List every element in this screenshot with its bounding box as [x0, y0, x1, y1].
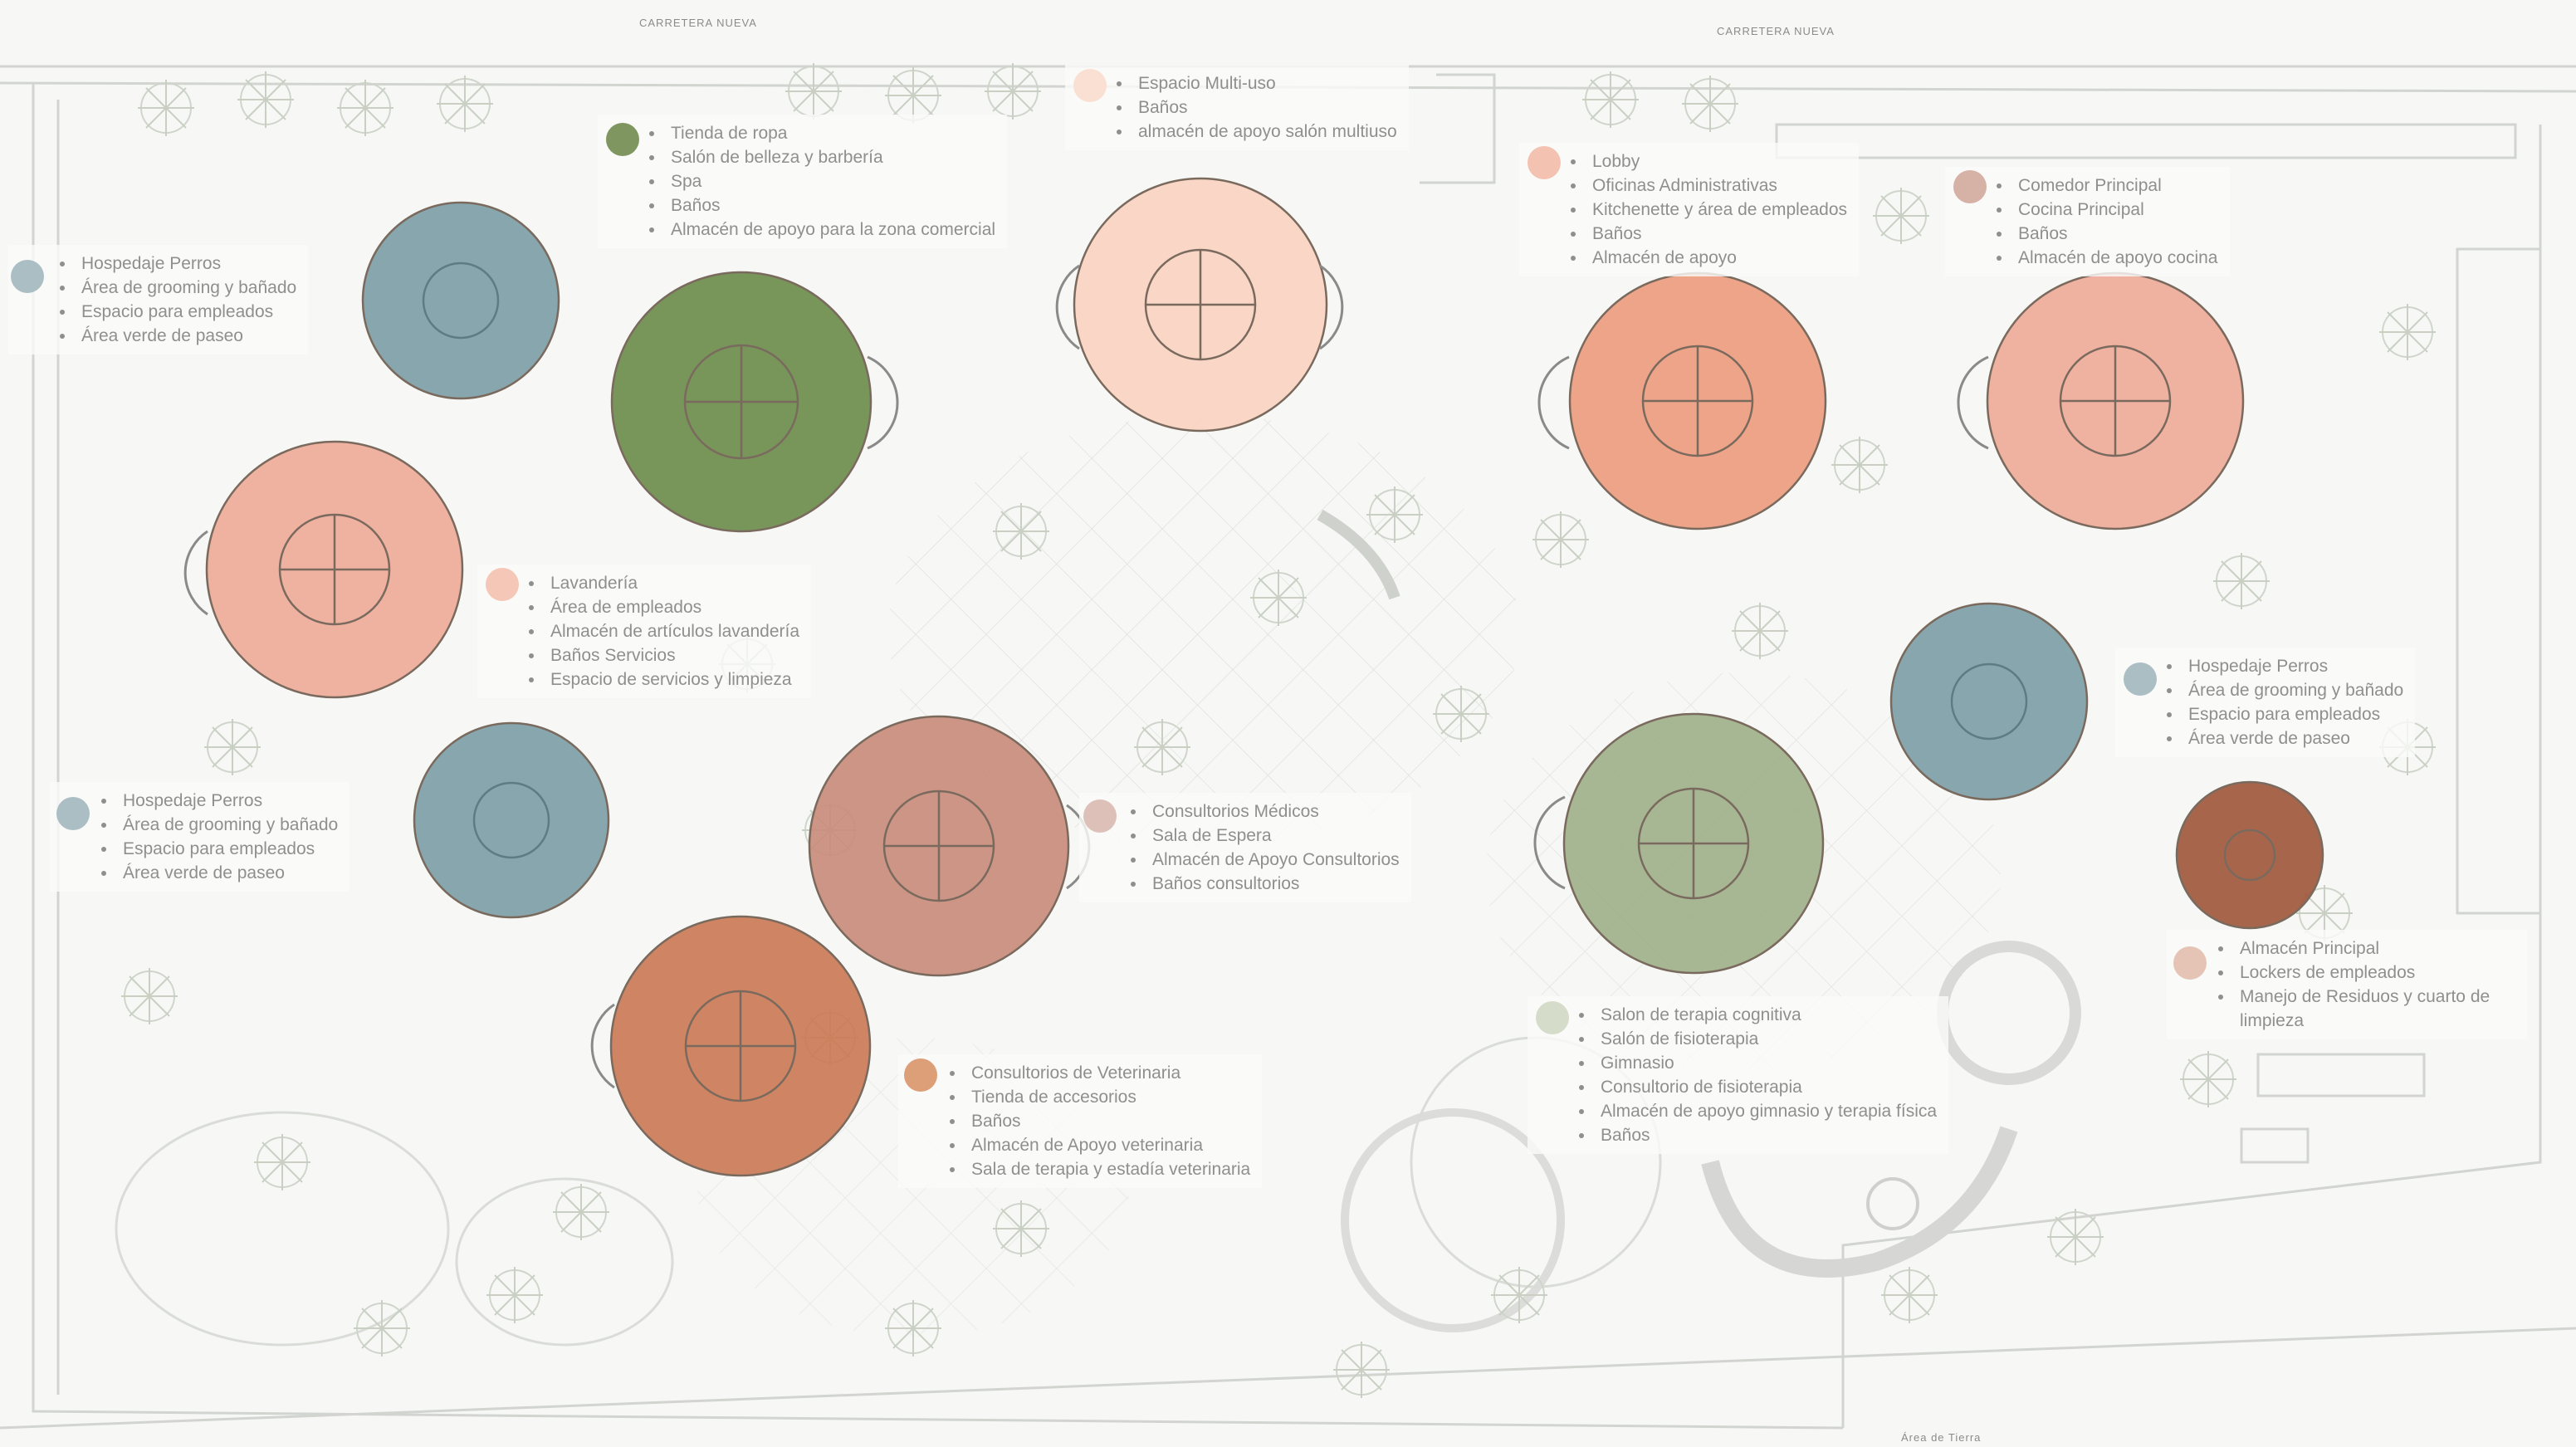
legend-dot: [2124, 662, 2157, 696]
legend-dot: [1536, 1001, 1569, 1034]
legend-administration: Lobby Oficinas Administrativas Kitchenet…: [1519, 143, 1860, 276]
list-item: Almacén de apoyo gimnasio y terapia físi…: [1577, 1099, 1937, 1123]
road-label-top-right: CARRETERA NUEVA: [1717, 25, 1835, 37]
list-item: Consultorios de Veterinaria: [948, 1061, 1250, 1085]
list-item: Tienda de accesorios: [948, 1085, 1250, 1109]
legend-dog-lodging-3: Hospedaje Perros Área de grooming y baña…: [2115, 648, 2416, 757]
legend-dog-lodging-2: Hospedaje Perros Área de grooming y baña…: [50, 782, 350, 892]
list-item: Tienda de ropa: [648, 121, 995, 145]
list-item: Almacén Principal: [2217, 936, 2515, 961]
list-item: Espacio para empleados: [2165, 702, 2403, 726]
list-item: Baños: [1995, 222, 2218, 246]
list-item: Cocina Principal: [1995, 198, 2218, 222]
list-item: Consultorio de fisioterapia: [1577, 1075, 1937, 1099]
list-item: Almacén de apoyo: [1569, 246, 1847, 270]
list-item: Lavandería: [527, 571, 799, 595]
list-item: Almacén de apoyo para la zona comercial: [648, 218, 995, 242]
legend-dot: [904, 1058, 937, 1092]
list-item: Manejo de Residuos y cuarto de limpieza: [2217, 985, 2515, 1033]
list-item: Sala de Espera: [1129, 824, 1400, 848]
legend-commercial: Tienda de ropa Salón de belleza y barber…: [598, 115, 1008, 248]
list-item: Gimnasio: [1577, 1051, 1937, 1075]
list-item: Área verde de paseo: [58, 324, 296, 348]
legend-warehouse: Almacén Principal Lockers de empleados M…: [2167, 930, 2527, 1039]
building-commercial: [610, 271, 873, 533]
legend-multipurpose: Espacio Multi-uso Baños almacén de apoyo…: [1065, 65, 1409, 150]
list-item: Baños consultorios: [1129, 872, 1400, 896]
list-item: Área de grooming y bañado: [58, 276, 296, 300]
list-item: Sala de terapia y estadía veterinaria: [948, 1157, 1250, 1181]
list-item: Baños: [948, 1109, 1250, 1133]
legend-dot: [1953, 170, 1987, 203]
building-therapy: [1562, 712, 1825, 975]
building-dog-lodging-1: [361, 201, 560, 400]
list-item: Espacio Multi-uso: [1115, 71, 1397, 95]
legend-dot: [1528, 146, 1561, 179]
road-label-top-left: CARRETERA NUEVA: [639, 17, 757, 29]
list-item: Kitchenette y área de empleados: [1569, 198, 1847, 222]
list-item: Salón de belleza y barbería: [648, 145, 995, 169]
list-item: Baños: [648, 193, 995, 218]
building-medical: [808, 715, 1070, 977]
building-warehouse: [2175, 780, 2324, 930]
legend-dining: Comedor Principal Cocina Principal Baños…: [1945, 167, 2230, 276]
building-multipurpose: [1073, 177, 1328, 433]
legend-dot: [1083, 799, 1117, 833]
building-dog-lodging-3: [1889, 602, 2089, 801]
list-item: Oficinas Administrativas: [1569, 174, 1847, 198]
list-item: Espacio para empleados: [100, 837, 338, 861]
building-dining: [1986, 271, 2245, 530]
list-item: Hospedaje Perros: [58, 252, 296, 276]
legend-dot: [1073, 69, 1107, 102]
list-item: Área de grooming y bañado: [100, 813, 338, 837]
list-item: Comedor Principal: [1995, 174, 2218, 198]
buildings: [205, 177, 2324, 1177]
list-item: Almacén de artículos lavandería: [527, 619, 799, 643]
legend-dot: [486, 568, 519, 601]
list-item: almacén de apoyo salón multiuso: [1115, 120, 1397, 144]
list-item: Salón de fisioterapia: [1577, 1027, 1937, 1051]
road-label-bottom: Área de Tierra: [1901, 1431, 1982, 1444]
building-dog-lodging-2: [413, 721, 610, 919]
legend-dot: [606, 123, 639, 156]
legend-dot: [56, 797, 90, 830]
legend-dot: [11, 260, 44, 293]
legend-therapy: Salon de terapia cognitiva Salón de fisi…: [1528, 996, 1949, 1154]
legend-medical: Consultorios Médicos Sala de Espera Alma…: [1079, 793, 1411, 902]
legend-dog-lodging-1: Hospedaje Perros Área de grooming y baña…: [8, 245, 309, 354]
list-item: Baños: [1577, 1123, 1937, 1147]
building-veterinary: [609, 915, 872, 1177]
building-administration: [1568, 271, 1827, 530]
list-item: Baños Servicios: [527, 643, 799, 667]
list-item: Lobby: [1569, 149, 1847, 174]
list-item: Baños: [1569, 222, 1847, 246]
list-item: Área verde de paseo: [2165, 726, 2403, 750]
list-item: Almacén de Apoyo Consultorios: [1129, 848, 1400, 872]
list-item: Almacén de Apoyo veterinaria: [948, 1133, 1250, 1157]
list-item: Área de empleados: [527, 595, 799, 619]
building-laundry: [205, 440, 464, 699]
list-item: Baños: [1115, 95, 1397, 120]
list-item: Área de grooming y bañado: [2165, 678, 2403, 702]
list-item: Spa: [648, 169, 995, 193]
legend-dot: [2173, 946, 2207, 980]
list-item: Área verde de paseo: [100, 861, 338, 885]
legend-veterinary: Consultorios de Veterinaria Tienda de ac…: [898, 1054, 1263, 1188]
list-item: Hospedaje Perros: [100, 789, 338, 813]
list-item: Espacio de servicios y limpieza: [527, 667, 799, 692]
legend-laundry: Lavandería Área de empleados Almacén de …: [477, 565, 811, 698]
list-item: Espacio para empleados: [58, 300, 296, 324]
list-item: Almacén de apoyo cocina: [1995, 246, 2218, 270]
list-item: Lockers de empleados: [2217, 961, 2515, 985]
list-item: Consultorios Médicos: [1129, 799, 1400, 824]
list-item: Salon de terapia cognitiva: [1577, 1003, 1937, 1027]
list-item: Hospedaje Perros: [2165, 654, 2403, 678]
